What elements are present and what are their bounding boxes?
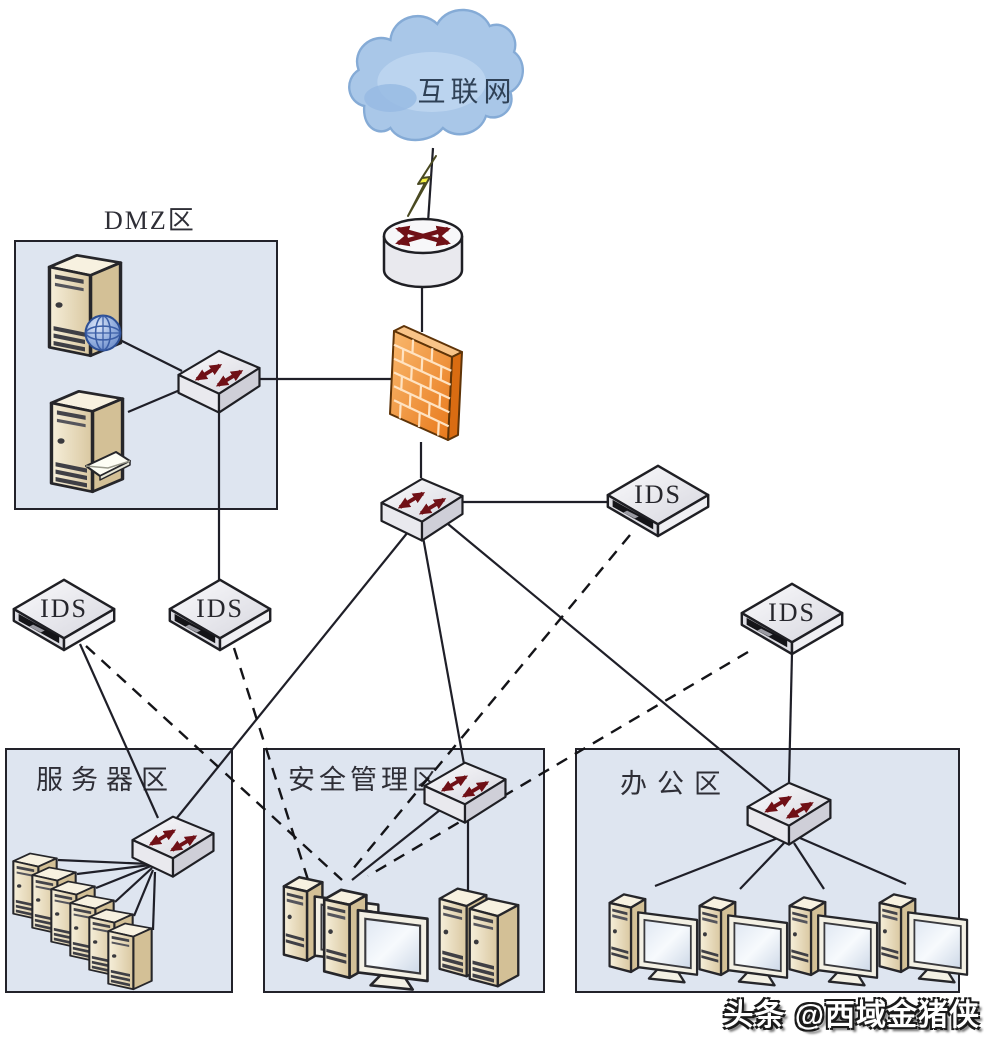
dmz-zone-title: DMZ区: [104, 206, 196, 235]
ids-label: IDS: [40, 594, 88, 623]
dmz-switch-icon: [175, 344, 263, 416]
ids-core-icon: IDS: [606, 464, 710, 538]
ids-label: IDS: [196, 594, 244, 623]
envelope-icon: [85, 451, 131, 481]
lightning-bolt-icon: [407, 155, 437, 217]
firewall-icon: [389, 325, 463, 441]
office-zone-title: 办公区: [620, 769, 731, 799]
security-zone-title: 安全管理区: [288, 765, 443, 795]
link-core-switch-security-switch: [421, 536, 466, 765]
ids-label: IDS: [634, 480, 682, 509]
globe-icon: [84, 314, 122, 352]
ids-dmz-icon: IDS: [168, 578, 272, 652]
mgmt-console-icon: [322, 888, 429, 991]
ids-label: IDS: [768, 598, 816, 627]
server-zone-title: 服务器区: [36, 765, 176, 795]
office-zone-switch-icon: [744, 776, 834, 848]
server-zone-switch-icon: [129, 810, 217, 880]
office-pc-icon: [698, 896, 789, 987]
ids-office-icon: IDS: [740, 582, 844, 656]
core-switch-icon: [378, 472, 466, 544]
office-pc-icon: [788, 896, 879, 987]
security-zone-switch-icon: [421, 756, 509, 826]
router-icon: [382, 217, 464, 289]
server-icon: [107, 922, 153, 991]
internet-label: 互联网: [417, 77, 517, 108]
watermark: 头条 @西域金猪侠: [723, 999, 980, 1032]
internet-cloud-icon: [348, 8, 524, 142]
office-pc-icon: [608, 893, 699, 984]
ids-server-icon: IDS: [12, 578, 116, 652]
office-pc-icon: [878, 893, 969, 984]
mgmt-server-icon: [468, 897, 520, 988]
